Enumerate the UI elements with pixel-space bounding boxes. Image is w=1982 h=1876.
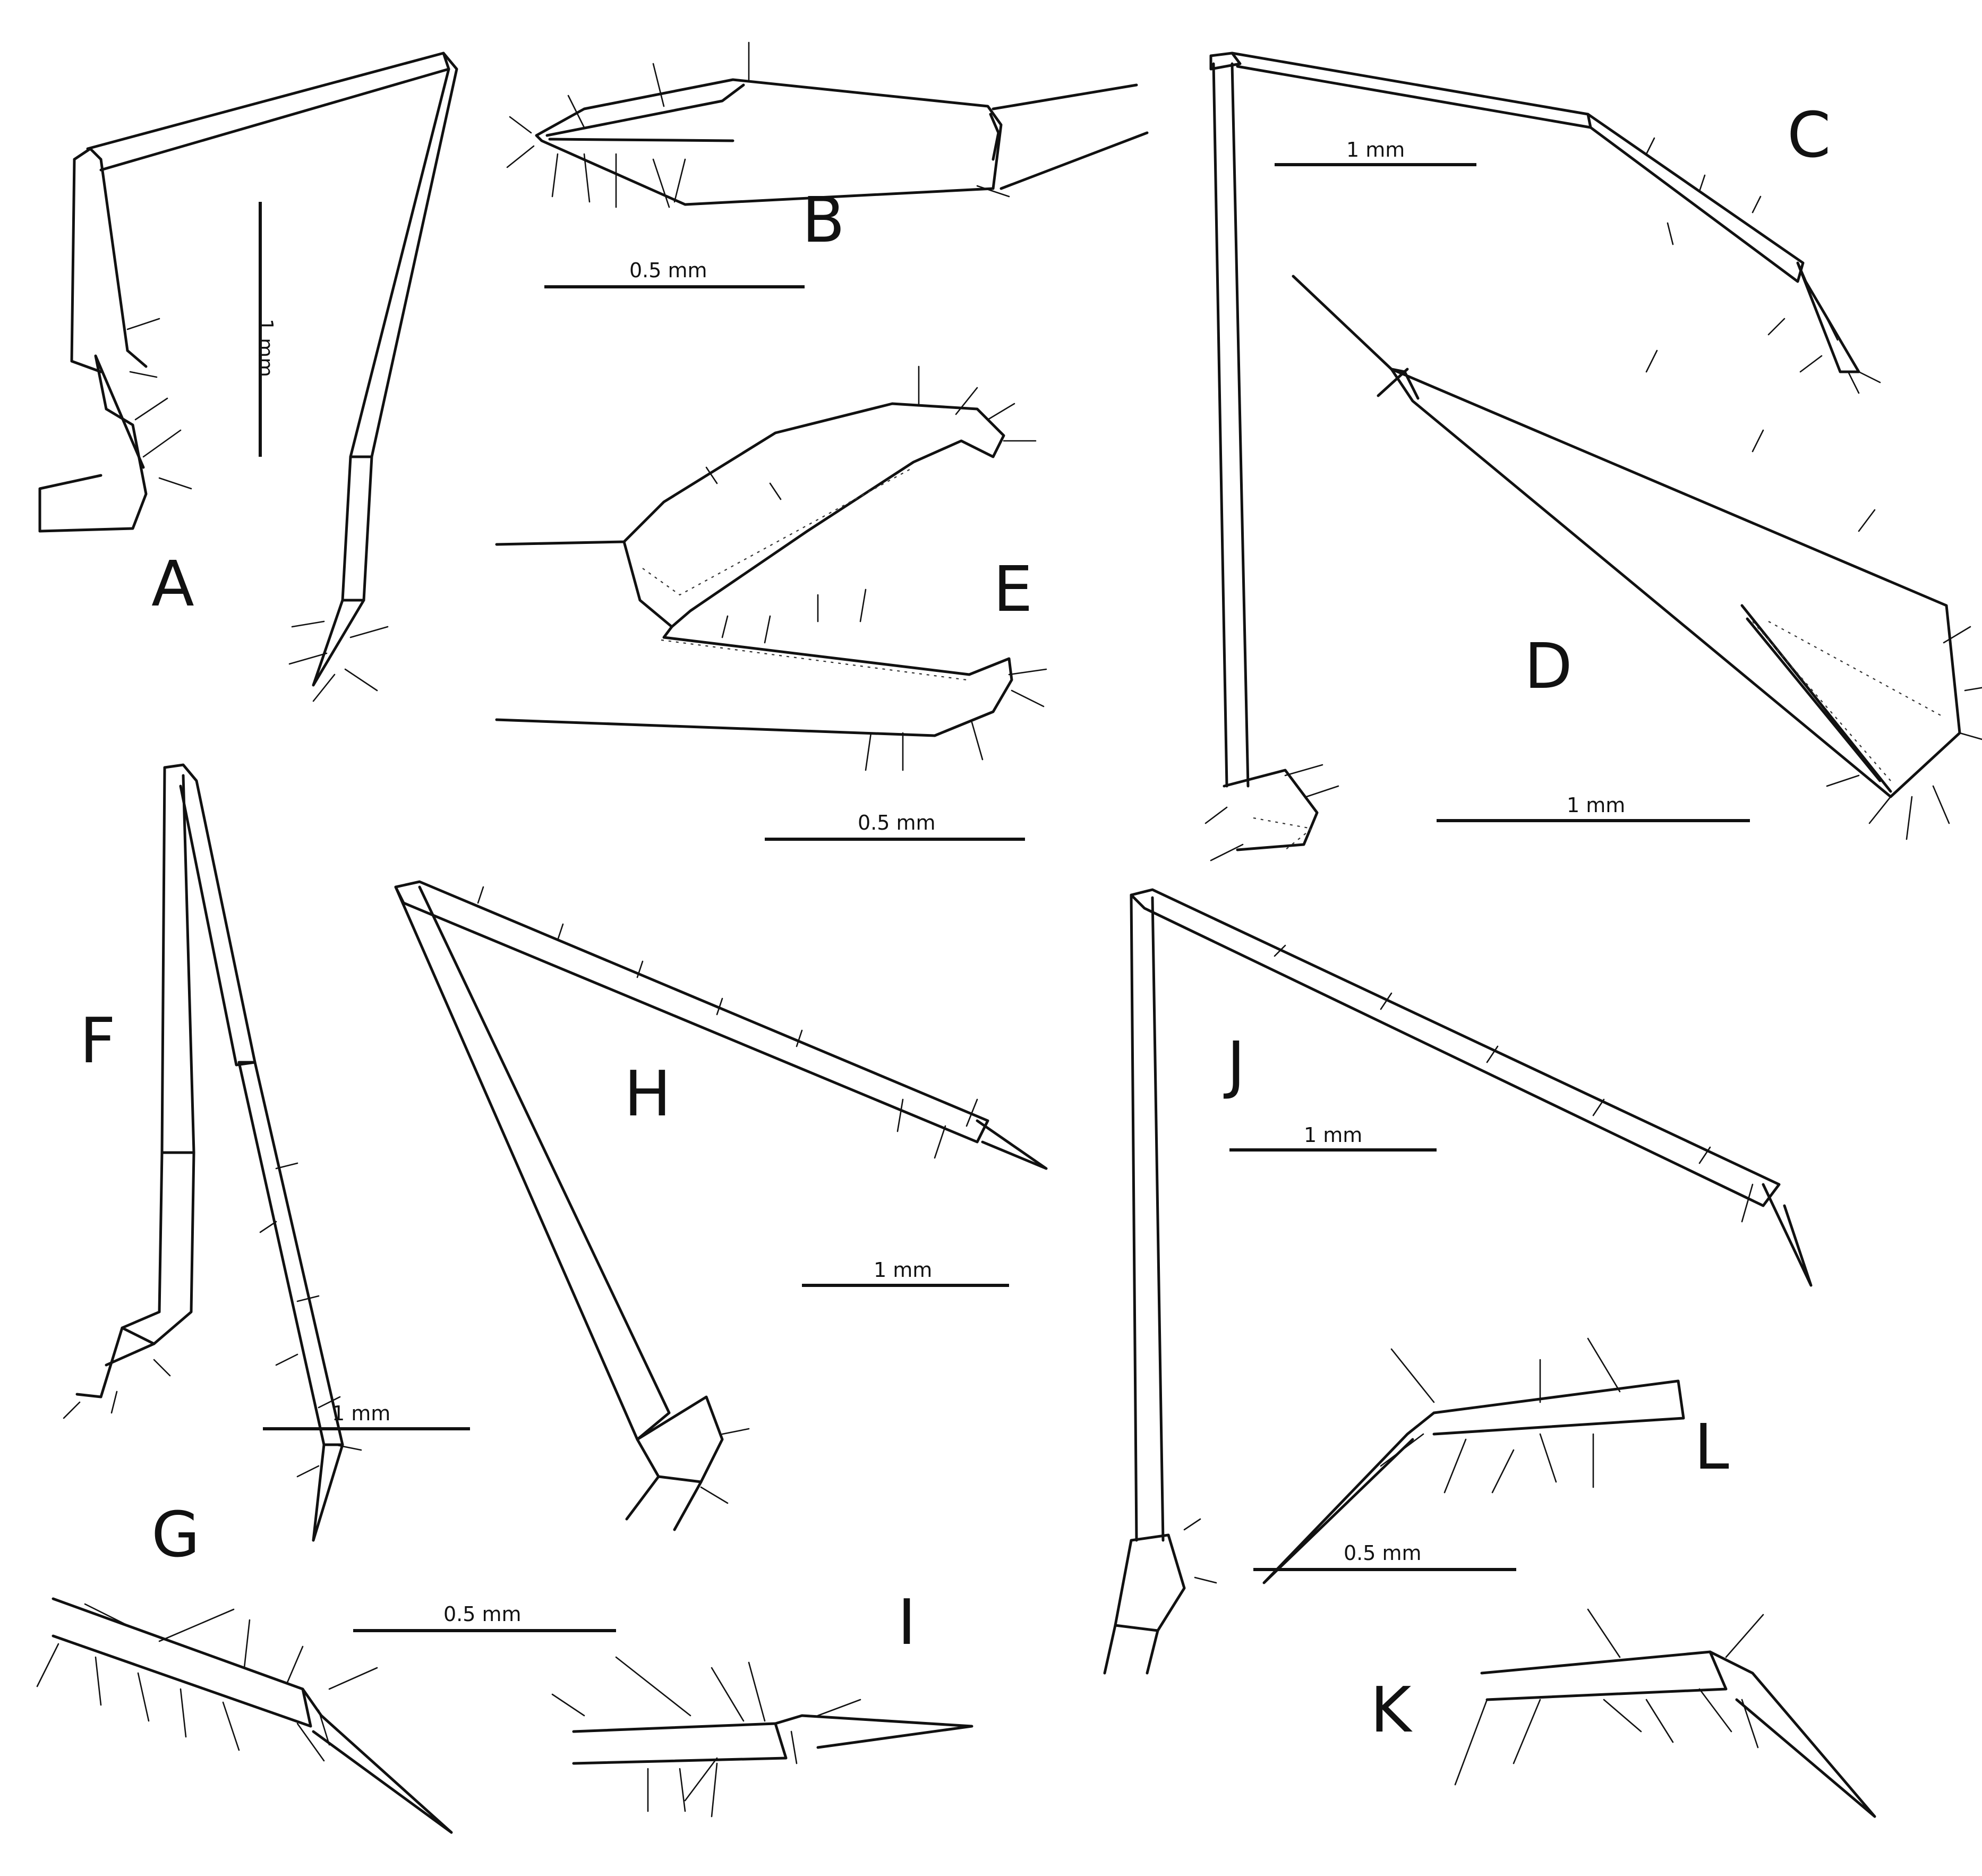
panel-label-d: D	[1524, 629, 1573, 703]
drawing-d	[1292, 275, 1982, 840]
drawing-e	[495, 365, 1047, 771]
panel-label-g: G	[151, 1498, 200, 1571]
drawing-b	[506, 41, 1149, 208]
scale-label-f: 1 mm	[332, 1402, 391, 1425]
drawing-h	[394, 880, 1048, 1531]
drawing-c	[1204, 52, 1881, 862]
panel-label-i: I	[898, 1585, 916, 1659]
scale-label-j: 1 mm	[1304, 1123, 1363, 1147]
panel-label-a: A	[151, 547, 194, 620]
drawing-f	[63, 763, 362, 1542]
drawing-j	[1103, 888, 1813, 1675]
drawing-g	[36, 1597, 453, 1834]
panel-label-j: J	[1227, 1028, 1245, 1101]
drawing-l	[1262, 1337, 1685, 1584]
panel-label-f: F	[80, 1004, 116, 1077]
scale-label-b: 0.5 mm	[629, 259, 707, 282]
panel-label-b: B	[802, 183, 845, 257]
panel-label-h: H	[624, 1057, 671, 1130]
panel-label-e: E	[993, 552, 1033, 626]
scale-bars	[259, 163, 1750, 1632]
scale-label-h: 1 mm	[874, 1258, 933, 1282]
scale-label-e: 0.5 mm	[858, 811, 936, 834]
panel-label-l: L	[1694, 1410, 1729, 1483]
scale-label-d: 1 mm	[1567, 794, 1626, 817]
drawing-i	[551, 1656, 973, 1818]
panel-label-c: C	[1787, 98, 1831, 172]
scale-label-kl: 0.5 mm	[1344, 1541, 1422, 1565]
scale-label-a: 1 mm	[254, 318, 277, 378]
drawing-a	[38, 52, 458, 702]
scale-label-c: 1 mm	[1346, 138, 1405, 161]
panel-label-k: K	[1370, 1673, 1412, 1746]
drawing-k	[1454, 1608, 1876, 1818]
scale-label-gi: 0.5 mm	[443, 1602, 522, 1626]
